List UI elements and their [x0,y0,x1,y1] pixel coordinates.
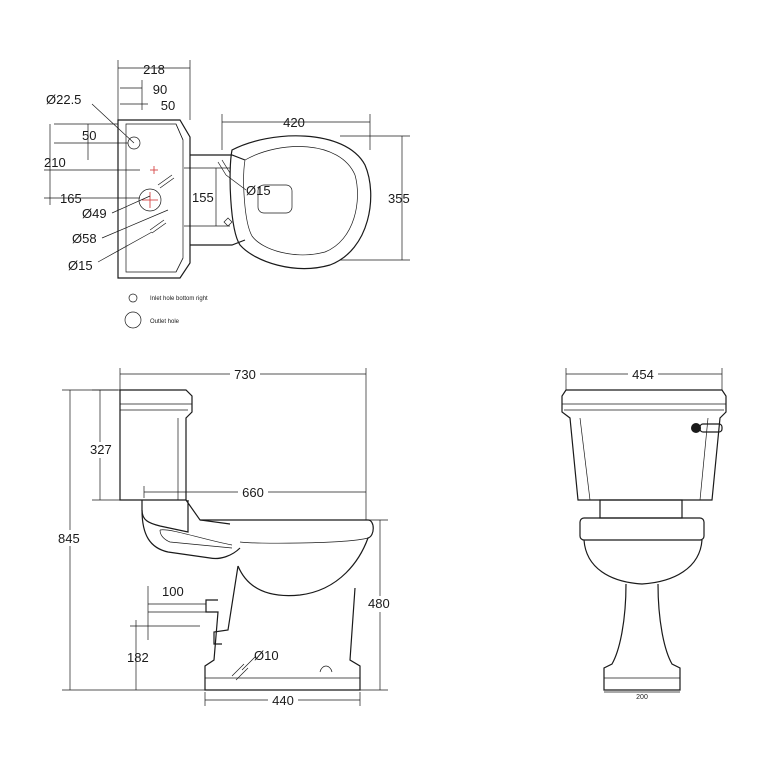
dim-label-50-top: 50 [161,98,175,113]
dim-label-dia-49: Ø49 [82,206,107,221]
pan-fixing-diamond [223,217,233,227]
dim-label-420: 420 [283,115,305,130]
outlet-hole-marker [138,188,162,212]
dim-440: 440 [204,692,361,708]
dim-90: 90 [120,80,167,110]
cistern-side [119,389,193,501]
dim-dia-49: Ø49 [82,195,151,221]
dim-dia-15-left: Ø15 [68,231,153,273]
flush-neck-side [141,499,231,533]
dim-label-440: 440 [272,693,294,708]
dim-100: 100 [147,584,206,640]
dim-200: 200 [604,691,680,701]
dim-label-730: 730 [234,367,256,382]
dim-label-660: 660 [242,485,264,500]
plan-view: 218 90 50 Ø22.5 50 210 [44,60,410,329]
dim-730: 730 [119,366,367,520]
side-view: 730 327 845 660 10 [54,366,396,708]
dim-label-dia-58: Ø58 [72,231,97,246]
dim-label-210: 210 [44,155,66,170]
cistern-front [561,389,727,501]
dim-845: 845 [54,389,205,691]
dim-165: 165 [44,191,140,206]
front-view: 454 200 [561,366,727,701]
dim-label-100: 100 [162,584,184,599]
cistern-plan-outline [117,119,191,279]
dim-dia-22-5: Ø22.5 [46,92,135,144]
dim-dia-58: Ø58 [72,209,169,246]
outlet-center-cross [142,166,158,208]
dim-label-480: 480 [368,596,390,611]
dim-dia-10: Ø10 [231,648,279,681]
dim-label-165: 165 [60,191,82,206]
pan-neck-plan [190,154,246,246]
dim-label-218: 218 [143,62,165,77]
dim-label-200: 200 [636,694,648,701]
dim-label-845: 845 [58,531,80,546]
dim-355: 355 [340,135,410,261]
legend-outlet-symbol [124,311,142,329]
dim-660: 660 [143,484,366,500]
pan-plan-outline [229,135,372,270]
dim-label-355: 355 [388,191,410,206]
dim-218: 218 [117,60,191,120]
legend-inlet-symbol [128,293,138,303]
dim-50-left: 50 [54,123,128,160]
legend-outlet-label: Outlet hole [150,319,180,325]
dim-label-dia-15-left: Ø15 [68,258,93,273]
dim-50-top: 50 [120,98,175,113]
dim-label-182: 182 [127,650,149,665]
dim-label-454: 454 [632,367,654,382]
dim-label-dia-15-pan: Ø15 [246,183,271,198]
cistern-fixing-slots [149,174,175,234]
dim-label-90: 90 [153,82,167,97]
dim-327: 327 [86,389,120,501]
dim-label-dia-10: Ø10 [254,648,279,663]
flush-handle-front [691,423,723,433]
dim-label-dia-22-5: Ø22.5 [46,92,81,107]
pan-fixing-slot [217,159,231,176]
dim-label-50-left: 50 [82,128,96,143]
dim-454: 454 [565,366,723,390]
dim-480: 480 [360,519,396,691]
dim-420: 420 [221,114,371,150]
dim-label-327: 327 [90,442,112,457]
plan-legend: Inlet hole bottom right Outlet hole [124,293,208,329]
dim-155: 155 [184,167,230,227]
pan-side [141,509,374,691]
dim-182: 182 [127,620,200,690]
dim-210: 210 [44,124,140,205]
dim-dia-15-pan: Ø15 [225,174,271,198]
pan-front [579,499,705,691]
dim-label-155: 155 [192,190,214,205]
legend-inlet-label: Inlet hole bottom right [150,296,208,302]
